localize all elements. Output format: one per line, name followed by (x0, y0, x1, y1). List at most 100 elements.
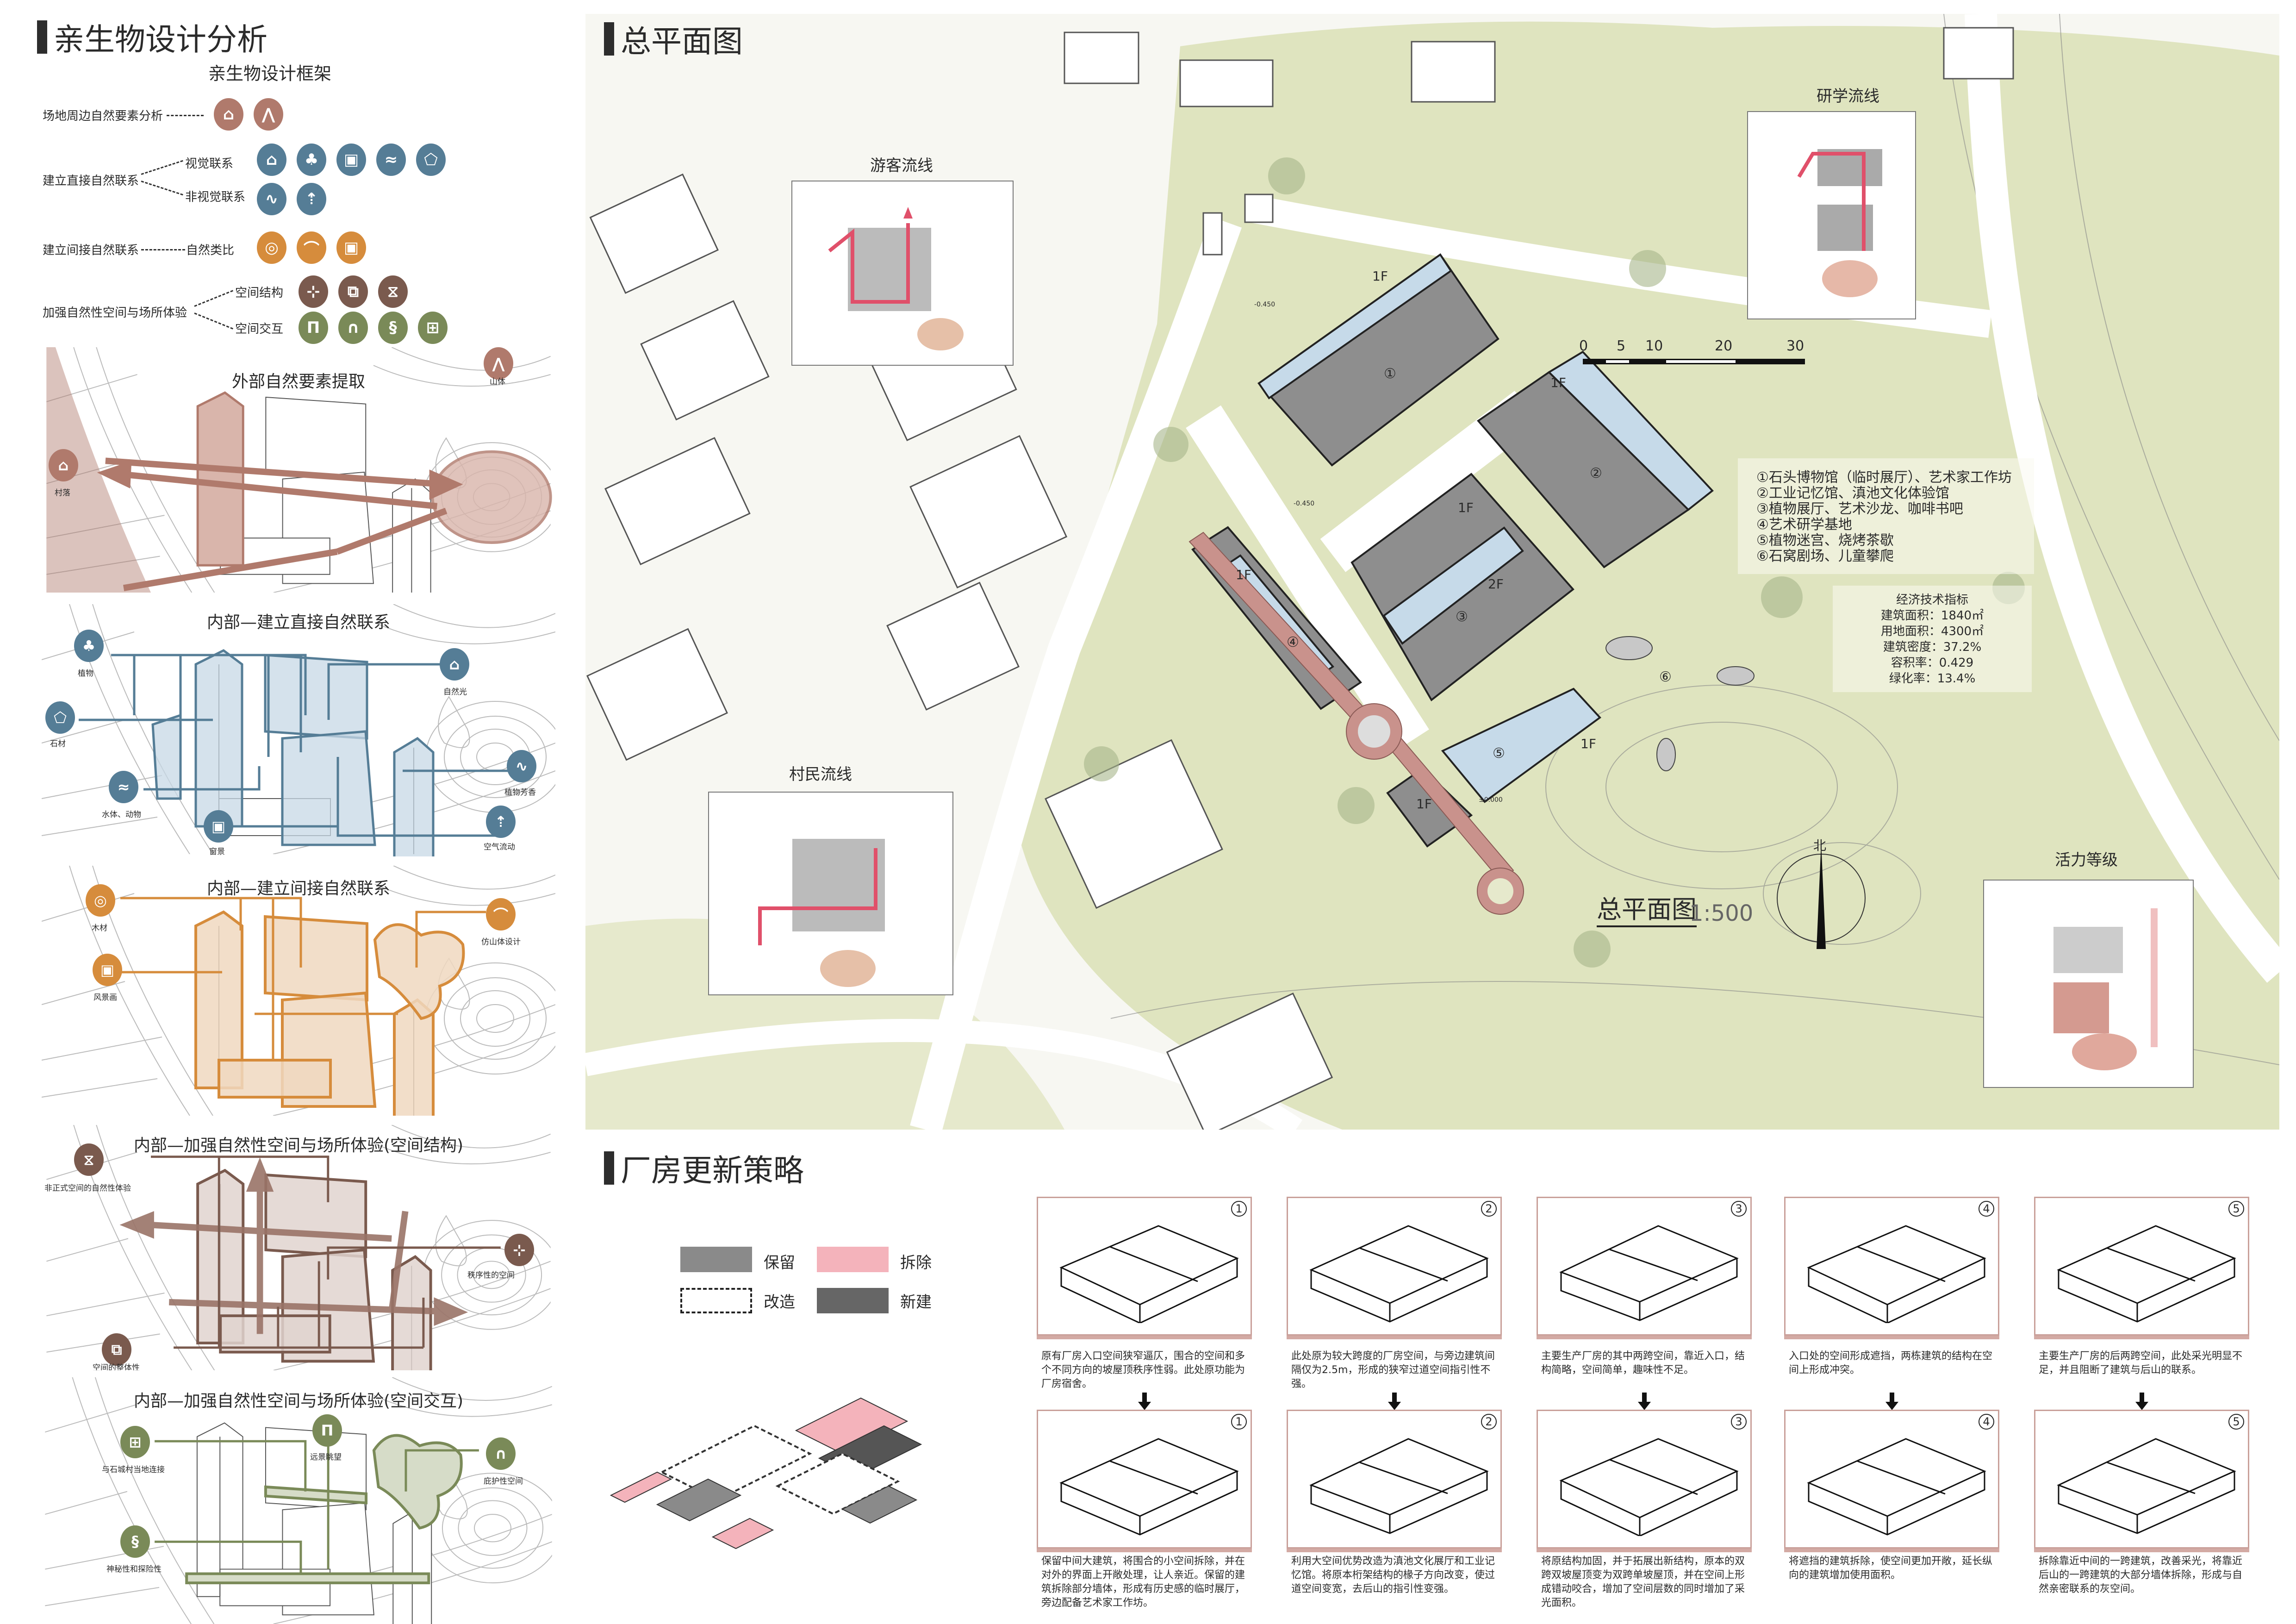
floor-label: 1F (1580, 736, 1596, 751)
section-title-text: 总平面图 (621, 24, 743, 59)
label-airflow: 空气流动 (484, 843, 515, 852)
panel-title: 内部—建立直接自然联系 (206, 613, 390, 632)
column-number: 3 (1731, 1414, 1747, 1430)
floor-label: 1F (1416, 796, 1432, 812)
connection-arrows (97, 457, 463, 591)
title-bar (604, 1151, 614, 1185)
before-description: 入口处的空间形成遮挡，两栋建筑的结构在空间上形成冲突。 (1789, 1350, 1993, 1376)
stone-icon: ⬠ (45, 701, 75, 734)
after-diagram: 1 (1037, 1410, 1252, 1549)
water-icon: ≈ (109, 771, 138, 803)
panel-external-elements: 外部自然要素提取 ⌂ 村落 ⋀ 山体 (42, 347, 555, 593)
scale-tick: 0 (1579, 338, 1588, 354)
mountain-zone (431, 450, 552, 544)
label-village-link: 与石城村当地连接 (102, 1465, 165, 1474)
legend-label-renovate: 改造 (764, 1293, 795, 1312)
landscape-painting-icon: ▣ (93, 954, 122, 986)
stones (1605, 636, 1755, 771)
inset-label-vitality: 活力等级 (2055, 851, 2118, 869)
connector-lines (155, 1437, 479, 1574)
indicator-item: 建筑面积：1840㎡ (1880, 609, 1984, 623)
prospect-icon: Π (312, 1414, 342, 1447)
connector-lines (120, 897, 486, 1060)
plan-scale-ratio: 1:500 (1689, 900, 1754, 926)
daylight-icon: ⌂ (440, 648, 469, 681)
plant-scent-icon: ∿ (507, 750, 536, 782)
framework-row-experience: 加强自然性空间与场所体验 (43, 306, 187, 320)
label-informal-space: 非正式空间的自然性体验 (44, 1184, 131, 1193)
label-refuge: 庇护性空间 (484, 1477, 523, 1486)
label-landscape-painting: 风景画 (93, 993, 117, 1002)
icon-row-visual: ⌂♣▣≈⬠ (257, 144, 446, 176)
legend-swatch-new (817, 1288, 889, 1313)
label-daylight: 自然光 (443, 687, 467, 697)
label-village: 村落 (55, 488, 70, 498)
after-diagram: 2 (1287, 1410, 1502, 1549)
panel-spatial-interaction: 内部—加强自然性空间与场所体验(空间交互) ⊞ 与石城村当地连接 Π 远景眺望 … (42, 1377, 555, 1624)
villager-flow-map (758, 839, 885, 987)
refuge-icon: ∩ (486, 1437, 516, 1470)
icon-row-indirect: ◎⌒▣ (257, 231, 366, 264)
framework-row-site: 场地周边自然要素分析 (43, 109, 163, 123)
floor-label: 1F (1458, 500, 1474, 515)
study-flow-map (1797, 149, 1882, 297)
icon-row-site: ⌂⋀ (214, 98, 283, 131)
label-mystery-risk: 神秘性和探险性 (106, 1565, 162, 1574)
panel-title: 内部—加强自然性空间与场所体验(空间结构) (133, 1136, 464, 1155)
ordered-space-icon: ⊹ (504, 1234, 534, 1266)
shed-drawing (1807, 1225, 1986, 1324)
indicator-item: 建筑密度：37.2% (1883, 640, 1982, 654)
before-description: 原有厂房入口空间狭窄逼仄，围合的空间和多个不同方向的坡屋顶秩序性弱。此处原功能为… (1041, 1350, 1245, 1390)
label-ordered-space: 秩序性的空间 (467, 1271, 515, 1280)
shed-drawing (2057, 1438, 2236, 1534)
village-link-icon: ⊞ (120, 1426, 150, 1458)
before-diagram: 3 (1537, 1197, 1752, 1336)
column-number: 2 (1481, 1414, 1497, 1430)
label-mountain-form: 仿山体设计 (481, 937, 521, 947)
legend-swatch-retain (680, 1247, 752, 1272)
before-description: 主要生产厂房的后两跨空间，此处采光明显不足，并且阻断了建筑与后山的联系。 (2039, 1350, 2243, 1376)
plan-caption: 总平面图 (1597, 889, 1697, 927)
biophilic-icon: ⌂ (257, 144, 286, 176)
label-plant-scent: 植物芳香 (504, 788, 536, 797)
label-window-view: 窗景 (209, 847, 225, 856)
building-number: ② (1590, 465, 1602, 481)
overlay-building (196, 391, 244, 567)
after-diagram: 5 (2034, 1410, 2249, 1549)
inset-tourist-flow (791, 181, 1014, 366)
informal-space-icon: ⧖ (74, 1143, 104, 1176)
section-title-text: 亲生物设计分析 (54, 22, 268, 57)
biophilic-icon: ⧉ (338, 275, 368, 308)
after-diagram: 4 (1784, 1410, 1999, 1549)
indicator-item: 容积率：0.429 (1891, 656, 1974, 670)
framework-sub-visual: 视觉联系 (185, 157, 234, 171)
overlay-zones (185, 1434, 463, 1585)
biophilic-icon: ▣ (336, 231, 366, 264)
biophilic-icon: ⊹ (299, 275, 328, 308)
inset-study-flow (1747, 111, 1916, 319)
connector (167, 115, 204, 116)
column-number: 2 (1481, 1201, 1497, 1217)
biophilic-icon: ◎ (257, 231, 286, 264)
biophilic-icon: ⧖ (378, 275, 408, 308)
connector (141, 181, 183, 196)
biophilic-icon: ♣ (297, 144, 326, 176)
scale-tick: 30 (1786, 338, 1804, 354)
biophilic-icon: ⇡ (297, 183, 326, 215)
column-number: 5 (2228, 1201, 2244, 1217)
column-number: 3 (1731, 1201, 1747, 1217)
biophilic-icon: ▣ (336, 144, 366, 176)
legend-label-retain: 保留 (764, 1254, 795, 1272)
after-description: 保留中间大建筑，将围合的小空间拆除，并在对外的界面上开敞处理，让人亲近。保留的建… (1041, 1555, 1245, 1609)
window-view-icon: ▣ (204, 810, 233, 843)
strategy-axonometric (610, 1397, 922, 1549)
before-description: 此处原为较大跨度的厂房空间，与旁边建筑间隔仅为2.5m，形成的狭窄过道空间指引性… (1291, 1350, 1495, 1390)
connector-lines (151, 1156, 501, 1349)
building-number: ① (1384, 366, 1396, 382)
shed-drawing (1559, 1225, 1739, 1321)
panel-title: 内部—建立间接自然联系 (206, 879, 390, 898)
before-description: 主要生产厂房的其中两跨空间，靠近入口，结构简略，空间简单，趣味性不足。 (1541, 1350, 1745, 1376)
section-title-strategy: 厂房更新策略 (604, 1146, 804, 1190)
elevation-mark: ±0.000 (1479, 796, 1503, 804)
connector (141, 160, 183, 175)
